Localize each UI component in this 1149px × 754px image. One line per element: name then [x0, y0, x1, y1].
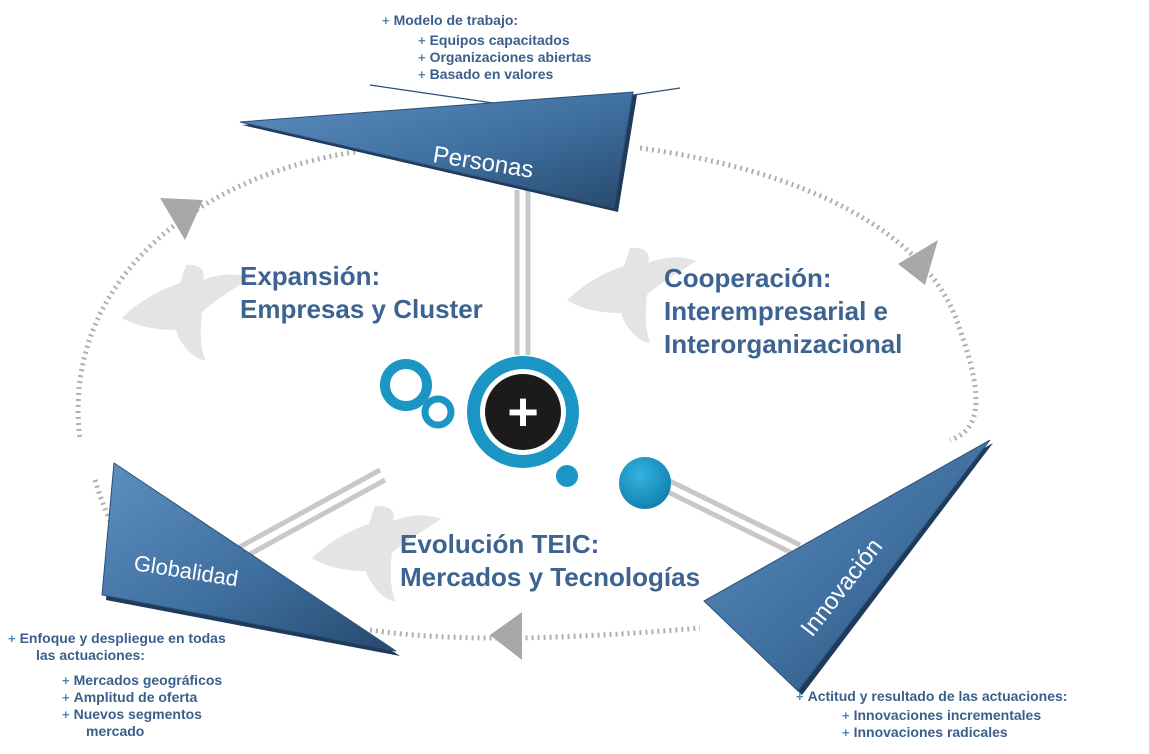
bullet-icon: +	[62, 690, 70, 705]
expansion-title: Expansión:	[240, 261, 381, 291]
center-ring	[467, 356, 579, 468]
list-item-continuation: mercado	[86, 723, 145, 739]
list-item: +Nuevos segmentos	[62, 706, 202, 722]
faded-x-right	[567, 247, 696, 343]
innovacion-triangle	[703, 439, 993, 695]
bullet-icon: +	[418, 50, 426, 65]
small-dot	[556, 465, 578, 487]
cooperacion-title: Cooperación:	[664, 263, 832, 293]
bullet-icon: +	[8, 631, 16, 646]
cooperacion-line2: Interempresarial e	[664, 296, 889, 326]
connector-right	[662, 477, 802, 558]
bullet-icon: +	[418, 33, 426, 48]
personas-items: +Equipos capacitados +Organizaciones abi…	[418, 32, 591, 83]
small-ring-2	[421, 395, 455, 429]
list-item: +Amplitud de oferta	[62, 689, 198, 705]
small-ring-1	[380, 359, 432, 411]
evolucion-title: Evolución TEIC:	[400, 529, 600, 559]
innovacion-items: +Innovaciones incrementales +Innovacione…	[842, 707, 1041, 741]
expansion-block: Expansión: Empresas y Cluster	[240, 260, 483, 326]
globalidad-triangle	[101, 462, 400, 656]
list-item: +Basado en valores	[418, 66, 554, 82]
bullet-icon: +	[842, 708, 850, 723]
bullet-icon: +	[382, 13, 390, 28]
personas-heading-row: +Modelo de trabajo:	[382, 12, 518, 29]
center-plus-icon: +	[507, 382, 539, 442]
arrow-head-right	[898, 240, 938, 285]
bullet-icon: +	[62, 673, 70, 688]
bullet-icon: +	[842, 725, 850, 740]
innovacion-heading-row: +Actitud y resultado de las actuaciones:	[796, 688, 1067, 705]
bullet-icon: +	[62, 707, 70, 722]
personas-heading: Modelo de trabajo:	[393, 12, 519, 28]
bullet-icon: +	[796, 689, 804, 704]
faded-x-left	[122, 264, 250, 360]
large-dot	[619, 457, 671, 509]
list-item: +Mercados geográficos	[62, 672, 223, 688]
personas-triangle	[239, 91, 637, 212]
expansion-subtitle: Empresas y Cluster	[240, 294, 483, 324]
innovacion-notes: +Actitud y resultado de las actuaciones:	[796, 688, 1067, 705]
connector-left	[223, 467, 387, 568]
globalidad-heading-row: +Enfoque y despliegue en todas	[8, 630, 226, 647]
innovacion-heading: Actitud y resultado de las actuaciones:	[807, 688, 1068, 704]
list-item: +Organizaciones abiertas	[418, 49, 592, 65]
cooperacion-block: Cooperación: Interempresarial e Interorg…	[664, 262, 902, 361]
globalidad-items: +Mercados geográficos +Amplitud de ofert…	[62, 672, 222, 740]
globalidad-heading: Enfoque y despliegue en todas	[19, 630, 226, 646]
connector-top	[514, 190, 531, 355]
personas-notes: +Modelo de trabajo:	[382, 12, 518, 29]
bullet-icon: +	[418, 67, 426, 82]
arrow-head-bottom	[490, 612, 522, 660]
arrow-head-upper-left	[160, 198, 203, 240]
evolucion-block: Evolución TEIC: Mercados y Tecnologías	[400, 528, 700, 594]
list-item: +Innovaciones incrementales	[842, 707, 1042, 723]
top-rule-left	[369, 84, 501, 105]
globalidad-heading-cont: las actuaciones:	[36, 647, 145, 663]
list-item: +Equipos capacitados	[418, 32, 570, 48]
cooperacion-line3: Interorganizacional	[664, 329, 903, 359]
evolucion-subtitle: Mercados y Tecnologías	[400, 562, 701, 592]
globalidad-notes: +Enfoque y despliegue en todas las actua…	[8, 630, 226, 664]
list-item: +Innovaciones radicales	[842, 724, 1008, 740]
